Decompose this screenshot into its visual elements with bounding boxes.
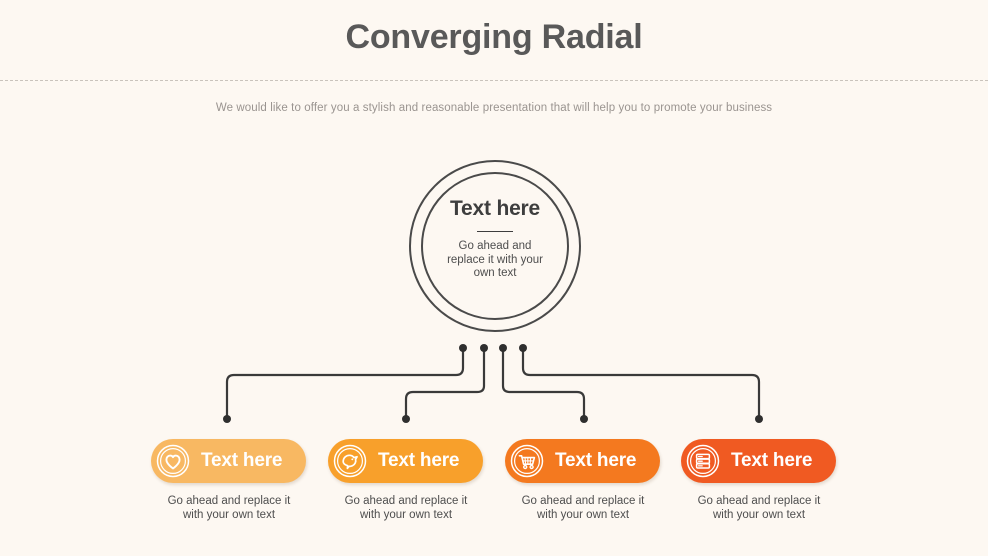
item-pill-3[interactable]: Text here: [505, 439, 660, 483]
item-caption-1: Go ahead and replace it with your own te…: [134, 495, 324, 522]
item-label: Text here: [201, 450, 283, 471]
caption-line: Go ahead and replace it: [521, 495, 645, 507]
caption-line: with your own text: [182, 508, 276, 521]
connector-hub-dots: [459, 344, 527, 352]
caption-line: with your own text: [359, 508, 453, 521]
item-label: Text here: [555, 450, 637, 471]
caption-line: with your own text: [712, 508, 806, 521]
item-label: Text here: [731, 450, 813, 471]
item-caption-4: Go ahead and replace it with your own te…: [664, 495, 854, 522]
item-label: Text here: [378, 450, 460, 471]
shopping-cart-icon: [510, 444, 544, 478]
item-pill-1[interactable]: Text here: [151, 439, 306, 483]
item-caption-3: Go ahead and replace it with your own te…: [488, 495, 678, 522]
caption-line: with your own text: [536, 508, 630, 521]
connector-end-dots: [223, 415, 763, 423]
page-title: Converging Radial: [345, 18, 643, 56]
caption-line: Go ahead and replace it: [167, 495, 291, 507]
caption-line: Go ahead and replace it: [697, 495, 821, 507]
item-pill-2[interactable]: Text here: [328, 439, 483, 483]
server-stack-icon: [686, 444, 720, 478]
page-subtitle: We would like to offer you a stylish and…: [215, 102, 773, 114]
caption-line: Go ahead and replace it: [344, 495, 468, 507]
item-caption-2: Go ahead and replace it with your own te…: [311, 495, 501, 522]
header-divider: [0, 80, 988, 81]
connector-lines: [225, 350, 761, 417]
bird-icon: [333, 444, 367, 478]
heart-icon: [156, 444, 190, 478]
hub-circle: [409, 160, 581, 332]
item-pill-4[interactable]: Text here: [681, 439, 836, 483]
